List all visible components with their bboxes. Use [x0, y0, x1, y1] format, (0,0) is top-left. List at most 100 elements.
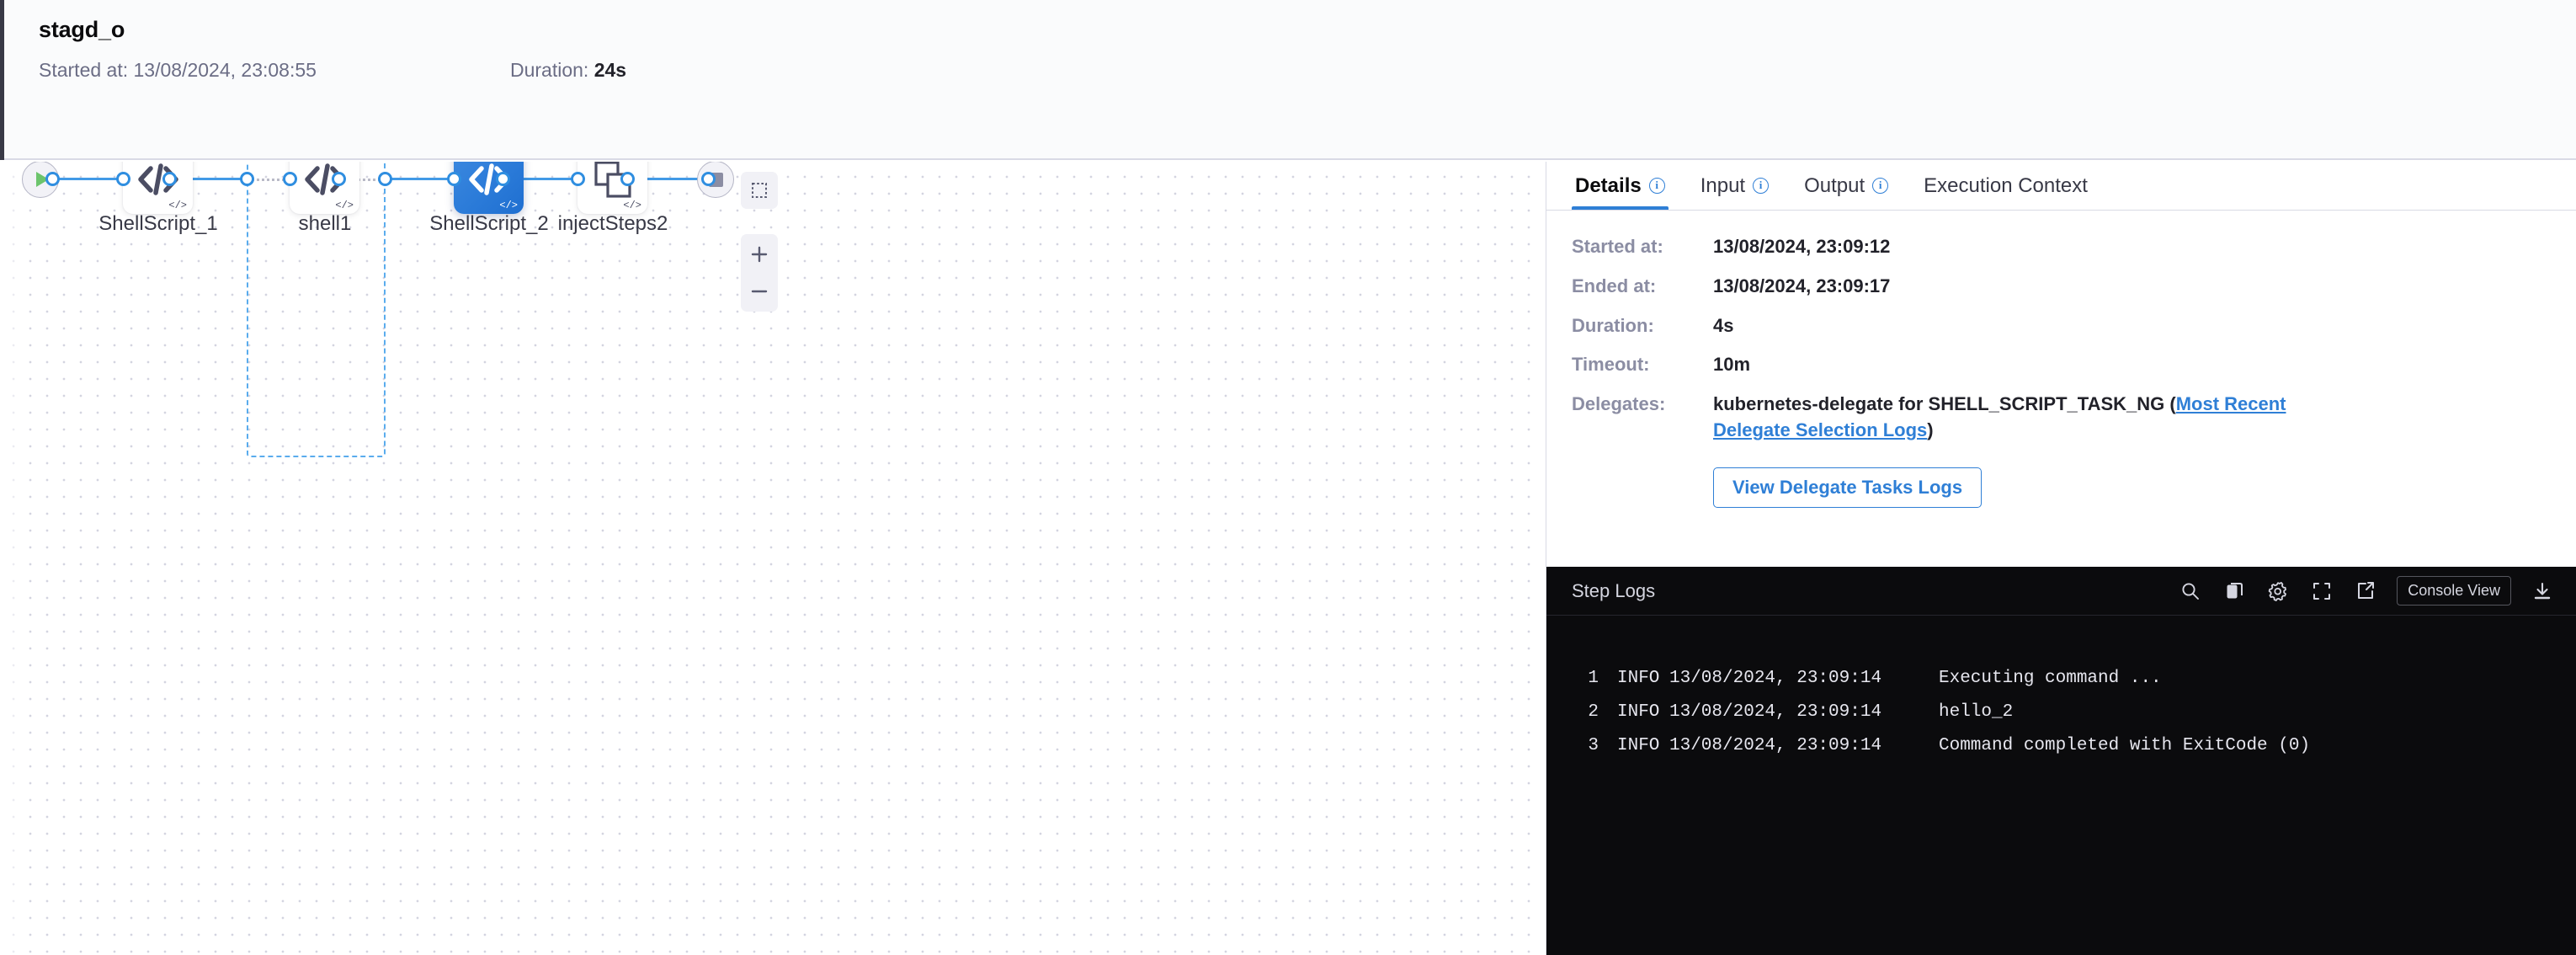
info-icon[interactable]: i: [1872, 178, 1889, 194]
port-group-in[interactable]: [240, 172, 254, 186]
detail-label-ended-at: Ended at:: [1572, 275, 1657, 296]
delegate-text-end: ): [1927, 419, 1934, 440]
log-line-number: 2: [1588, 702, 1599, 722]
delegate-selection-logs-link[interactable]: Most Recent Delegate Selection Logs: [1713, 393, 2286, 440]
search-icon[interactable]: [2178, 579, 2203, 604]
edge-group-out-dashed: [338, 179, 385, 181]
step-logs-console: Step Logs: [1546, 567, 2576, 955]
edge-shellscript1-to-group: [169, 178, 247, 180]
plus-icon[interactable]: [741, 236, 778, 273]
detail-value-timeout: 10m: [1713, 354, 1751, 376]
node-type-badge: </>: [499, 200, 518, 211]
log-level: INFO: [1617, 668, 1660, 688]
detail-value-started-at: 13/08/2024, 23:09:12: [1713, 236, 1891, 257]
port-injectsteps2-out[interactable]: [620, 172, 635, 186]
log-message: Command completed with ExitCode (0): [1939, 735, 2311, 755]
info-icon[interactable]: i: [1648, 178, 1665, 194]
pipeline-graph-canvas[interactable]: injectSteps1 </> ShellScript_1 <: [0, 162, 1544, 955]
node-type-badge: </>: [335, 200, 354, 211]
log-message: Executing command ...: [1939, 668, 2162, 688]
tab-details[interactable]: Details i: [1572, 162, 1669, 210]
play-icon: [35, 172, 49, 187]
detail-label-timeout: Timeout:: [1572, 354, 1650, 376]
edge-injectsteps2-to-end: [627, 178, 708, 180]
node-type-badge: </>: [168, 200, 187, 211]
graph-control-selection[interactable]: [741, 172, 778, 209]
graph-node-shell1[interactable]: </>: [290, 162, 359, 214]
graph-node-injectsteps2[interactable]: </>: [577, 162, 647, 214]
detail-row-ended-at: Ended at: 13/08/2024, 23:09:17: [1546, 274, 2576, 300]
tab-output-label: Output: [1804, 173, 1865, 197]
info-icon[interactable]: i: [1753, 178, 1770, 194]
dashed-square-icon[interactable]: [741, 172, 778, 209]
graph-node-shellscript1[interactable]: </>: [123, 162, 193, 214]
duration-meta: Duration: 24s: [510, 59, 626, 82]
port-shell1-out[interactable]: [332, 172, 346, 186]
detail-row-timeout: Timeout: 10m: [1546, 352, 2576, 378]
started-at-label: Started at:: [39, 59, 129, 81]
page-title: stagd_o: [39, 17, 125, 42]
port-shellscript1-out[interactable]: [162, 172, 177, 186]
download-icon[interactable]: [2530, 579, 2555, 604]
detail-row-duration: Duration: 4s: [1546, 313, 2576, 339]
graph-control-zoom[interactable]: [741, 234, 778, 312]
details-tabs: Details i Input i Output i Execution Con…: [1546, 162, 2576, 211]
started-at-value: 13/08/2024, 23:08:55: [133, 59, 317, 81]
graph-node-label-shellscript1: ShellScript_1: [98, 212, 218, 235]
log-line: 3 INFO 13/08/2024, 23:09:14 Command comp…: [1546, 728, 2576, 762]
detail-value-delegates: kubernetes-delegate for SHELL_SCRIPT_TAS…: [1713, 392, 2302, 444]
tab-output[interactable]: Output i: [1801, 162, 1892, 210]
port-shellscript1-in[interactable]: [116, 172, 130, 186]
log-line: 2 INFO 13/08/2024, 23:09:14 hello_2: [1546, 695, 2576, 728]
node-type-badge: </>: [623, 200, 641, 211]
copy-icon[interactable]: [2222, 579, 2247, 604]
step-group-injectsteps1[interactable]: [247, 162, 386, 457]
port-start-out[interactable]: [45, 172, 60, 186]
log-level: INFO: [1617, 735, 1660, 755]
edge-start-to-shellscript1: [52, 178, 125, 180]
port-shell1-in[interactable]: [283, 172, 297, 186]
port-group-out[interactable]: [378, 172, 392, 186]
minus-icon[interactable]: [741, 273, 778, 310]
log-timestamp: 13/08/2024, 23:09:14: [1669, 668, 1882, 688]
detail-row-started-at: Started at: 13/08/2024, 23:09:12: [1546, 234, 2576, 260]
log-level: INFO: [1617, 702, 1660, 722]
detail-value-duration: 4s: [1713, 314, 1734, 336]
details-content: Started at: 13/08/2024, 23:09:12 Ended a…: [1546, 211, 2576, 567]
console-view-button[interactable]: Console View: [2397, 576, 2511, 606]
duration-value: 24s: [593, 59, 627, 81]
edge-group-to-shellscript2: [385, 178, 462, 180]
detail-row-delegates: Delegates: kubernetes-delegate for SHELL…: [1546, 392, 2576, 444]
execution-header: stagd_o Started at: 13/08/2024, 23:08:55…: [0, 0, 2576, 160]
console-title: Step Logs: [1572, 579, 1656, 601]
external-link-icon[interactable]: [2353, 579, 2378, 604]
tab-input-label: Input: [1700, 173, 1746, 197]
detail-label-started-at: Started at:: [1572, 236, 1663, 257]
duration-label: Duration:: [510, 59, 589, 81]
graph-node-shellscript2[interactable]: </>: [454, 162, 524, 214]
fullscreen-icon[interactable]: [2309, 579, 2334, 604]
gear-icon[interactable]: [2265, 579, 2291, 604]
log-line: 1 INFO 13/08/2024, 23:09:14 Executing co…: [1546, 661, 2576, 695]
port-shellscript2-in[interactable]: [447, 172, 461, 186]
execution-meta: Started at: 13/08/2024, 23:08:55 Duratio…: [39, 59, 626, 82]
edge-group-in-dashed: [252, 179, 290, 181]
graph-node-label-injectsteps2: injectSteps2: [557, 212, 668, 235]
console-toolbar: Step Logs: [1546, 567, 2576, 616]
tab-details-label: Details: [1575, 173, 1642, 197]
header-accent-strip: [0, 0, 4, 160]
step-details-panel: Details i Input i Output i Execution Con…: [1546, 162, 2576, 955]
console-log-body[interactable]: 1 INFO 13/08/2024, 23:09:14 Executing co…: [1546, 616, 2576, 762]
log-line-number: 3: [1588, 735, 1599, 755]
tab-input[interactable]: Input i: [1697, 162, 1772, 210]
tab-execution-context[interactable]: Execution Context: [1920, 162, 2091, 210]
edge-shellscript2-to-injectsteps2: [503, 178, 580, 180]
detail-label-duration: Duration:: [1572, 314, 1654, 336]
graph-node-label-shellscript2: ShellScript_2: [429, 212, 549, 235]
log-timestamp: 13/08/2024, 23:09:14: [1669, 735, 1882, 755]
port-shellscript2-out[interactable]: [496, 172, 510, 186]
view-delegate-tasks-logs-button[interactable]: View Delegate Tasks Logs: [1713, 467, 1983, 508]
port-end-in[interactable]: [701, 172, 716, 186]
delegate-text: kubernetes-delegate for SHELL_SCRIPT_TAS…: [1713, 393, 2176, 415]
port-injectsteps2-in[interactable]: [571, 172, 585, 186]
